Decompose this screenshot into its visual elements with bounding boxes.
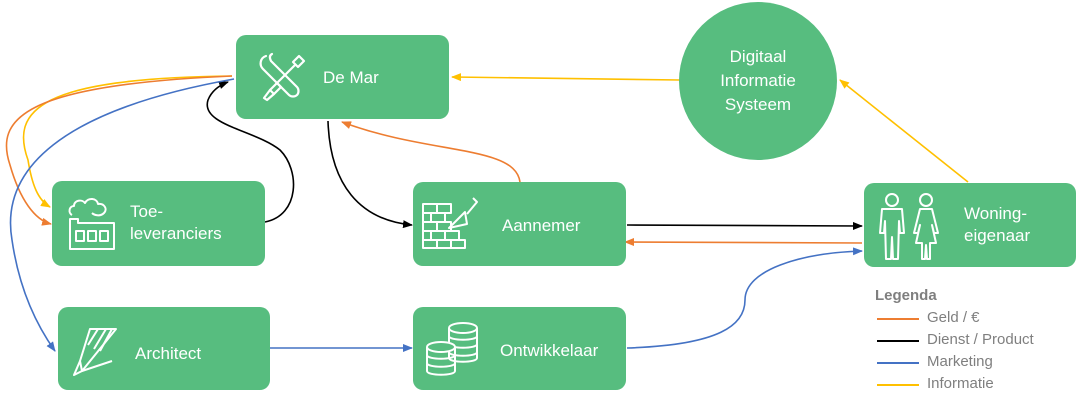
- arrow-toeleveranciers-to-demar: [206, 81, 295, 223]
- legend: Legenda Geld / € Dienst / Product Market…: [875, 287, 1034, 395]
- arrow-dis-to-demar: [451, 73, 681, 82]
- arrow-aannemer-to-woningeigenaar: [626, 221, 863, 230]
- legend-item-geld: Geld / €: [875, 307, 1034, 329]
- node-de-mar-label: De Mar: [323, 68, 379, 87]
- legend-swatch-informatie: [877, 384, 919, 386]
- arrow-demar-to-toeleveranciers-info: [22, 75, 233, 208]
- coins-icon: [423, 319, 483, 384]
- node-architect-label: Architect: [135, 344, 202, 363]
- arrow-demar-to-toeleveranciers-geld: [5, 75, 233, 226]
- node-aannemer: Aannemer: [413, 182, 626, 266]
- legend-item-dienst: Dienst / Product: [875, 329, 1034, 351]
- arrow-aannemer-to-demar: [341, 121, 521, 183]
- legend-label-informatie: Informatie: [927, 375, 994, 392]
- legend-swatch-geld: [877, 318, 919, 320]
- arrow-woningeigenaar-to-aannemer: [624, 238, 863, 247]
- arrow-ontwikkelaar-to-woningeigenaar: [626, 247, 863, 349]
- tools-icon: [254, 50, 308, 109]
- node-toeleveranciers: Toe- leveranciers: [52, 181, 265, 266]
- factory-icon: [64, 191, 120, 256]
- arrow-woningeigenaar-to-dis: [839, 79, 969, 183]
- arrow-demar-to-aannemer: [327, 120, 413, 229]
- brick-wall-trowel-icon: [421, 194, 481, 255]
- legend-label-geld: Geld / €: [927, 309, 980, 326]
- node-ontwikkelaar-label: Ontwikkelaar: [500, 341, 599, 360]
- node-architect: Architect: [58, 307, 270, 390]
- node-ontwikkelaar: Ontwikkelaar: [413, 307, 626, 390]
- legend-item-marketing: Marketing: [875, 351, 1034, 373]
- node-de-mar: De Mar: [236, 35, 449, 119]
- legend-swatch-dienst: [877, 340, 919, 342]
- node-toeleveranciers-label: Toe- leveranciers: [130, 202, 222, 243]
- node-digitaal-informatie-systeem: Digitaal Informatie Systeem: [679, 2, 837, 160]
- node-woningeigenaar: Woning- eigenaar: [864, 183, 1076, 267]
- legend-item-informatie: Informatie: [875, 373, 1034, 395]
- node-aannemer-label: Aannemer: [502, 216, 581, 235]
- legend-swatch-marketing: [877, 362, 919, 364]
- legend-label-marketing: Marketing: [927, 353, 993, 370]
- arrow-demar-to-architect: [9, 78, 235, 352]
- pencil-icon: [72, 321, 122, 382]
- node-woningeigenaar-label: Woning- eigenaar: [964, 204, 1031, 245]
- people-icon: [874, 191, 946, 266]
- node-dis-label: Digitaal Informatie Systeem: [720, 47, 796, 114]
- legend-label-dienst: Dienst / Product: [927, 331, 1034, 348]
- legend-title: Legenda: [875, 287, 937, 304]
